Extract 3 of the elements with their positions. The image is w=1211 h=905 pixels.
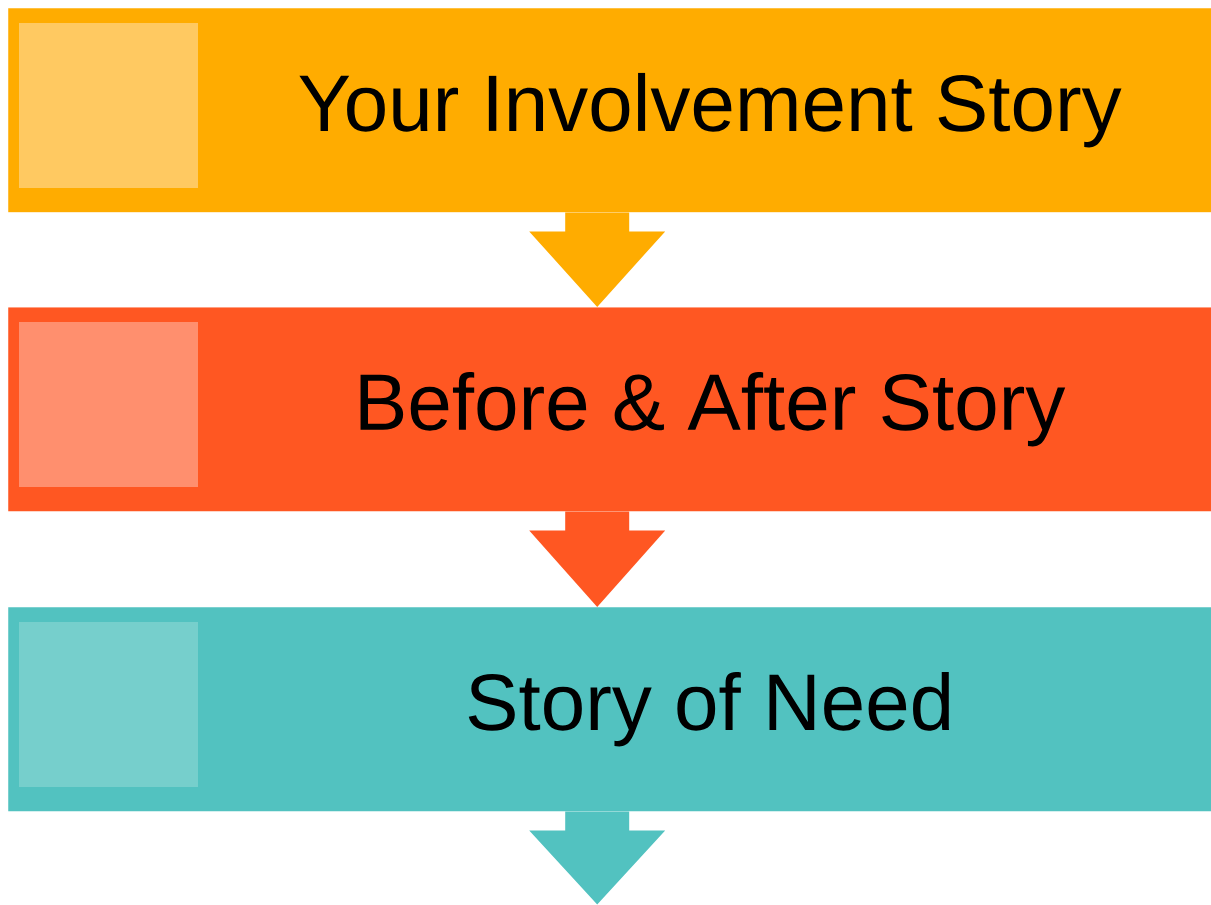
arrow [529,511,666,607]
arrow [529,811,666,905]
arrow [529,212,666,307]
